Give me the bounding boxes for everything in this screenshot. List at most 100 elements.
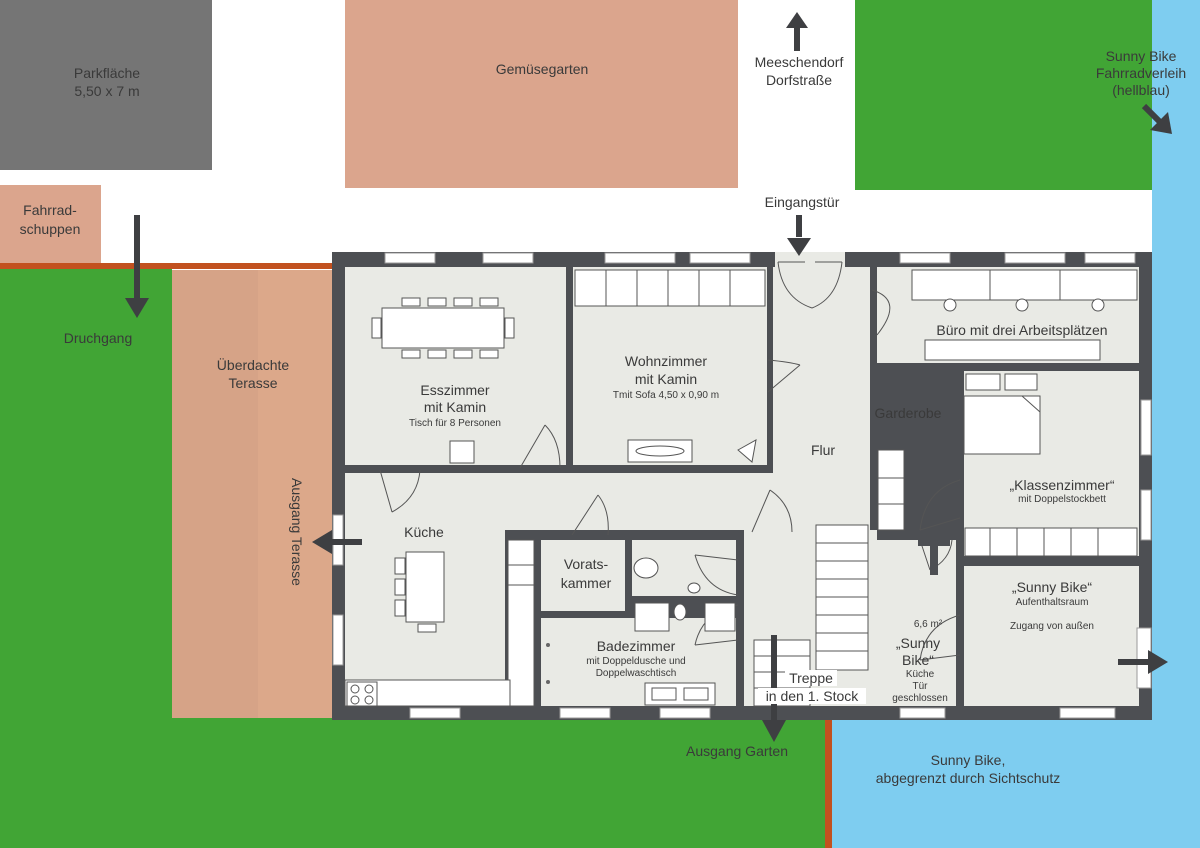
wall-stub-sb — [930, 540, 938, 575]
pantry-label: Vorats- — [564, 556, 609, 572]
arrow-down-right-icon — [1141, 103, 1172, 134]
shower-icon — [634, 602, 736, 632]
sb-kitchen-note: Tür — [913, 681, 929, 692]
vegetable-garden-label: Gemüsegarten — [496, 61, 589, 77]
window — [659, 707, 711, 719]
arrow-left-icon — [312, 530, 362, 554]
entrance-door-swing-right — [811, 261, 843, 309]
window — [689, 252, 751, 264]
bathroom-label: Badezimmer — [597, 638, 676, 654]
sunny-bike-screen-label: Sunny Bike, — [931, 752, 1006, 768]
door-dining-hall — [519, 424, 561, 469]
window — [1084, 252, 1136, 264]
hall-label: Flur — [811, 442, 835, 458]
sb-kitchen-area: 6,6 m² — [914, 619, 943, 630]
arrow-down-icon — [762, 635, 786, 742]
window — [604, 252, 676, 264]
arrow-up-icon — [786, 12, 808, 51]
passage-label: Druchgang — [64, 330, 133, 346]
dining-room-label: mit Kamin — [424, 399, 486, 415]
lawn-bottom — [0, 718, 832, 848]
stairs-label-bg — [785, 670, 837, 686]
classroom-bunk-bed — [963, 373, 1041, 455]
window — [332, 614, 344, 666]
toilet-icon — [633, 557, 659, 579]
classroom-note: mit Doppelstockbett — [1018, 494, 1106, 505]
window — [1059, 707, 1116, 719]
rental-label: Sunny Bike — [1106, 48, 1177, 64]
dining-fireplace — [449, 440, 475, 464]
classroom-wardrobe — [964, 527, 1138, 557]
wall-stub-sb2 — [918, 540, 950, 546]
sunny-bike-yard — [832, 718, 1200, 848]
bike-shed-label: Fahrrad- — [23, 202, 77, 218]
window — [899, 252, 951, 264]
office-label: Büro mit drei Arbeitsplätzen — [936, 322, 1107, 338]
living-sofa — [627, 439, 693, 463]
sb-kitchen-note: geschlossen — [892, 693, 948, 704]
office-desks — [911, 269, 1138, 312]
bathroom-note: Doppelwaschtisch — [596, 668, 677, 679]
dining-room-note: Tisch für 8 Personen — [409, 418, 501, 429]
dining-table-with-chairs — [371, 297, 515, 359]
sunny-bike-screen-label: abgegrenzt durch Sichtschutz — [876, 770, 1060, 786]
door-hall-east — [751, 489, 793, 533]
covered-terrace-label: Überdachte — [217, 356, 290, 373]
covered-terrace-label: Terasse — [228, 375, 277, 391]
floor-pantry — [541, 540, 625, 611]
lounge-access-label: Zugang von außen — [1010, 621, 1094, 632]
office-sideboard — [924, 339, 1101, 361]
window — [1004, 252, 1066, 264]
door-living — [767, 359, 801, 393]
living-room-note: Tmit Sofa 4,50 x 0,90 m — [613, 390, 719, 401]
street-label: Dorfstraße — [766, 72, 832, 88]
arrow-right-icon — [1118, 650, 1168, 674]
window — [409, 707, 461, 719]
terrace-shade — [258, 270, 332, 718]
street-label: Meeschendorf — [755, 54, 844, 70]
parking-size: 5,50 x 7 m — [74, 83, 139, 99]
kitchen-label: Küche — [404, 524, 444, 540]
living-fireplace — [737, 439, 757, 463]
window — [1140, 399, 1152, 456]
sb-kitchen-label: „Sunny — [896, 635, 940, 651]
wardrobe-label: Garderobe — [875, 405, 942, 421]
entrance-door-label: Eingangstür — [765, 194, 840, 210]
arrow-down-icon — [125, 215, 149, 318]
living-cabinets — [574, 269, 766, 307]
classroom-label: „Klassenzimmer“ — [1009, 477, 1114, 493]
window — [899, 707, 946, 719]
sb-kitchen-label: Bike“ — [902, 652, 934, 668]
double-sink-icon — [644, 682, 716, 706]
vegetable-garden — [345, 0, 738, 188]
stairs-label: Treppe — [789, 670, 833, 686]
floor-hall — [505, 267, 877, 706]
lounge-note: Aufenthaltsraum — [1016, 597, 1089, 608]
floor-lounge — [964, 566, 1139, 706]
door-pantry — [571, 494, 609, 536]
parking-label: Parkfläche — [74, 65, 140, 81]
lawn-top-right — [855, 0, 1153, 190]
rental-label: Fahrradverleih — [1096, 65, 1186, 81]
living-room-label: Wohnzimmer — [625, 353, 708, 369]
terrace-exit-label: Ausgang Terasse — [289, 478, 305, 586]
floor-dining — [345, 267, 566, 465]
living-room-label: mit Kamin — [635, 371, 697, 387]
shower-head-icon — [546, 643, 550, 684]
window — [384, 252, 436, 264]
stairs-label: in den 1. Stock — [766, 688, 860, 704]
fence-top — [0, 263, 340, 269]
wall-stub-pantry — [625, 540, 632, 611]
door-classroom — [919, 479, 961, 531]
door-dining-kitchen — [379, 469, 421, 513]
toilet-icon — [687, 582, 701, 594]
arrow-down-icon — [787, 215, 811, 256]
window — [559, 707, 611, 719]
sb-kitchen-note: Küche — [906, 669, 935, 680]
entrance-door-swing-left — [777, 261, 813, 309]
fence-bottom — [825, 718, 832, 848]
wardrobe-shelves — [877, 449, 905, 531]
sunny-bike-strip — [1152, 0, 1200, 848]
door-lounge — [919, 614, 961, 661]
